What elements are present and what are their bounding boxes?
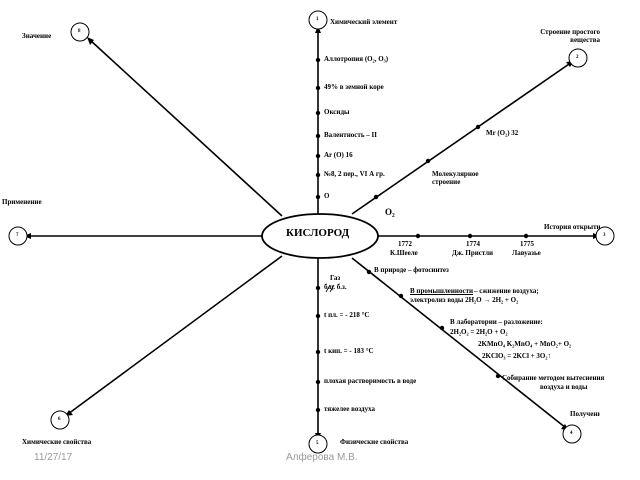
branch-circle-4: [562, 424, 582, 444]
dot: [315, 172, 321, 178]
physical-item: б.ц. б.з.: [324, 283, 347, 291]
history-name: Лавуазье: [512, 249, 541, 257]
dot: [439, 325, 445, 331]
branch-circle-8: [70, 22, 90, 42]
dot: [315, 85, 321, 91]
dot: [415, 233, 421, 239]
element-item: 49% в земной коре: [324, 83, 384, 91]
branch-circle-7: [8, 226, 28, 246]
center-ellipse: [261, 213, 379, 259]
footer-date: 11/27/17: [34, 452, 73, 463]
physical-item: тяжелее воздуха: [324, 405, 375, 413]
dot: [315, 285, 321, 291]
branch-title-bottom-right: Получение: [570, 410, 600, 418]
branch-circle-5: [308, 434, 328, 454]
element-item: O: [324, 192, 330, 200]
history-year: 1775: [520, 240, 534, 248]
history-name: К.Шееле: [390, 249, 418, 257]
footer-author: Алферова М.В.: [286, 452, 358, 463]
physical-item: Газ: [330, 274, 341, 282]
branch-title-bottom-left: Химические свойства: [22, 438, 92, 446]
history-name: Дж. Пристли: [452, 249, 494, 257]
branch-circle-3: [595, 226, 615, 246]
production-industry-text: – сжижение воздуха;: [474, 287, 539, 295]
dot: [366, 269, 372, 275]
dot: [315, 133, 321, 139]
center-label: КИСЛОРОД: [286, 227, 350, 239]
ray-top-left: [89, 39, 283, 217]
tick: [325, 284, 331, 293]
branch-circle-2: [568, 48, 588, 68]
physical-item: t пл. = - 218 °С: [324, 311, 370, 319]
dot: [373, 194, 379, 200]
dot: [315, 407, 321, 413]
branch-number: 5: [316, 441, 319, 446]
branch-number: 2: [576, 55, 579, 60]
dot: [523, 233, 529, 239]
production-collect-2: воздуха и воды: [540, 383, 588, 391]
branch-number: 1: [316, 17, 319, 22]
branch-title-top-left: Значение: [22, 32, 52, 40]
production-electrolysis: электролиз воды 2H₂O → 2H₂ + O₂: [410, 296, 519, 304]
branch-title-left: Применение: [2, 198, 42, 206]
branch-title-top: Химический элемент: [330, 18, 398, 26]
physical-item: плохая растворимость в воде: [324, 377, 417, 385]
dot: [475, 124, 481, 130]
production-lab-title: В лаборатории – разложение:: [450, 318, 543, 326]
element-item: Ar (O) 16: [324, 151, 353, 159]
dot: [495, 373, 501, 379]
production-nature: В природе – фотосинтез: [374, 266, 449, 274]
physical-item: t кип. = - 183 °С: [324, 347, 374, 355]
structure-formula: O₂: [385, 207, 395, 217]
ray-bottom-right: [351, 257, 567, 429]
production-industry-title: В промышленности: [410, 287, 474, 295]
branch-number: 4: [570, 431, 573, 436]
element-item: Оксиды: [324, 108, 350, 116]
dot: [467, 233, 473, 239]
history-year: 1774: [466, 240, 480, 248]
dot: [425, 158, 431, 164]
dot: [315, 194, 321, 200]
arrow-top-left: [87, 37, 94, 45]
ray-bottom-left: [67, 255, 283, 415]
production-eq3: 2KClO₃ = 2KCl + 3O₂↑: [482, 352, 551, 360]
branch-number: 7: [16, 233, 19, 238]
branch-circle-6: [50, 410, 70, 430]
dot: [315, 153, 321, 159]
branch-number: 8: [78, 29, 81, 34]
production-eq1: 2H₂O₂ = 2H₂O + O₂: [450, 328, 508, 336]
branch-number: 3: [603, 233, 606, 238]
production-collect: Собирание методом вытеснения: [502, 374, 605, 382]
structure-mr: Mr (O₂) 32: [486, 129, 519, 137]
ray-top-right: [351, 61, 573, 215]
element-item: Аллотропия (O₂, O₃): [324, 55, 389, 63]
dot: [315, 110, 321, 116]
history-year: 1772: [398, 240, 412, 248]
dot: [315, 349, 321, 355]
element-item: №8, 2 пер., VI А гр.: [324, 170, 385, 178]
tick: [329, 284, 335, 293]
branch-title-bottom: Физические свойства: [340, 438, 409, 446]
branch-title-top-right: Строение простого вещества: [540, 28, 600, 44]
branch-title-right: История открытия: [544, 223, 600, 231]
dot: [398, 293, 404, 299]
dot: [315, 57, 321, 63]
dot: [315, 379, 321, 385]
structure-molecular-2: строение: [432, 178, 461, 186]
element-item: Валентность – II: [324, 131, 377, 139]
production-eq2: 2KMnO₄ K₂MnO₄ + MnO₂+ O₂: [478, 340, 572, 348]
branch-number: 6: [58, 417, 61, 422]
branch-circle-1: [308, 10, 328, 30]
structure-molecular: Молекулярное: [432, 170, 479, 178]
dot: [315, 313, 321, 319]
